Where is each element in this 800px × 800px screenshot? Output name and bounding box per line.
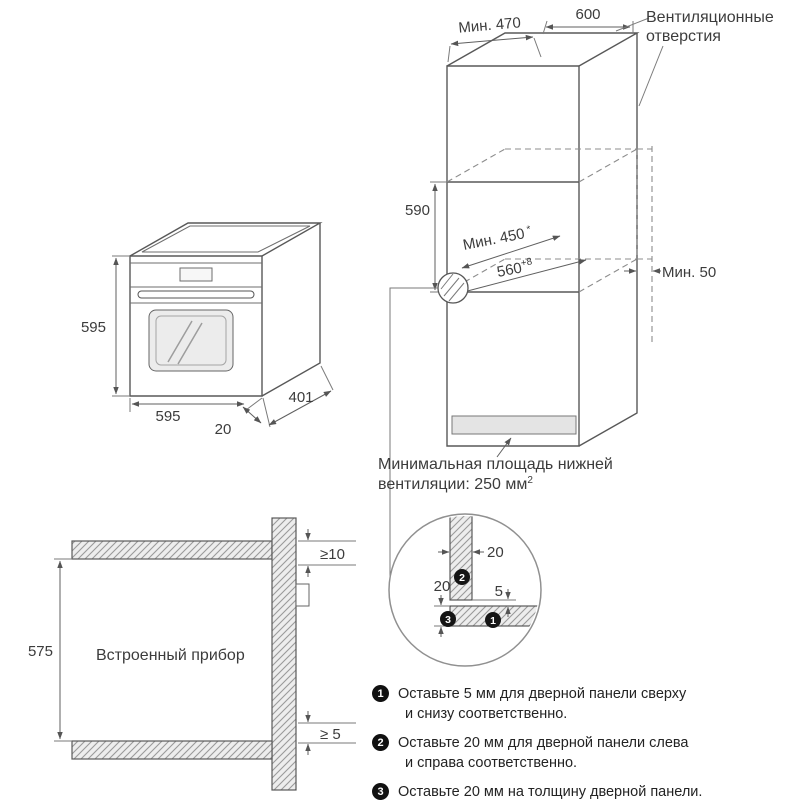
oven-display — [179, 267, 213, 282]
vent-openings-label-line1: Вентиляционные — [646, 9, 774, 26]
bottom-vent-note-line1: Минимальная площадь нижней — [378, 456, 613, 473]
note-3-badge: 3 — [372, 783, 389, 800]
detail-badge-1 — [485, 612, 501, 628]
detail-badge-3 — [440, 611, 456, 627]
bottom-vent-area — [451, 415, 577, 435]
section-height-label: 575 — [28, 643, 53, 660]
section-drawing: ≥10 ≥ 5 575 Встроенный прибор — [28, 517, 356, 791]
detail-badge-2 — [454, 569, 470, 585]
section-bottom-panel — [71, 740, 273, 760]
oven-width-label: 595 — [155, 408, 180, 425]
note-2: 2 Оставьте 20 мм для дверной панели слев… — [372, 733, 792, 773]
svg-text:3: 3 — [445, 614, 451, 626]
installation-notes: 1 Оставьте 5 мм для дверной панели сверх… — [372, 684, 792, 800]
note-3: 3 Оставьте 20 мм на толщину дверной пане… — [372, 782, 792, 800]
section-side-panel — [271, 517, 297, 791]
dim-560-label: 560+8 — [495, 256, 535, 281]
section-bottom-gap-label: ≥ 5 — [320, 726, 341, 743]
detail-callout-marker — [437, 272, 469, 304]
note-2-badge: 2 — [372, 734, 389, 751]
note-1-badge: 1 — [372, 685, 389, 702]
cabinet-drawing: Мин. 470 600 Вентиляционные отверстия 59… — [378, 6, 774, 576]
note-1: 1 Оставьте 5 мм для дверной панели сверх… — [372, 684, 792, 724]
detail-side-gap-label: 20 — [487, 544, 504, 561]
section-bracket — [295, 583, 310, 607]
note-1-text: Оставьте 5 мм для дверной панели сверху … — [398, 686, 687, 722]
detail-drawing: 20 20 5 2 3 1 — [388, 513, 542, 667]
oven-drawing: 595 595 20 401 — [81, 222, 334, 438]
dim-min450-label: Мин. 450* — [462, 224, 533, 254]
built-in-appliance-label: Встроенный прибор — [96, 647, 245, 664]
dim-600-label: 600 — [575, 6, 600, 23]
bottom-vent-note-line2: вентиляции: 250 мм2 — [378, 475, 533, 493]
oven-depth-label: 401 — [288, 389, 313, 406]
note-2-text: Оставьте 20 мм для дверной панели слева … — [398, 735, 689, 771]
vent-openings-label-line2: отверстия — [646, 28, 721, 45]
dim-min50-label: Мин. 50 — [662, 264, 716, 281]
oven-height-label: 595 — [81, 319, 106, 336]
detail-callout-line — [389, 287, 438, 576]
section-top-panel — [71, 540, 273, 560]
note-3-text: Оставьте 20 мм на толщину дверной панели… — [398, 784, 703, 800]
detail-thickness-label: 20 — [434, 578, 451, 595]
section-top-gap-label: ≥10 — [320, 546, 345, 563]
dim-min470-label: Мин. 470 — [458, 14, 522, 36]
dim-590-label: 590 — [405, 202, 430, 219]
oven-door-thickness-label: 20 — [215, 421, 232, 438]
detail-gap-label: 5 — [495, 583, 503, 600]
svg-text:2: 2 — [459, 572, 465, 584]
detail-side-wall — [449, 516, 473, 601]
svg-text:1: 1 — [490, 615, 496, 627]
oven-handle — [137, 290, 255, 299]
